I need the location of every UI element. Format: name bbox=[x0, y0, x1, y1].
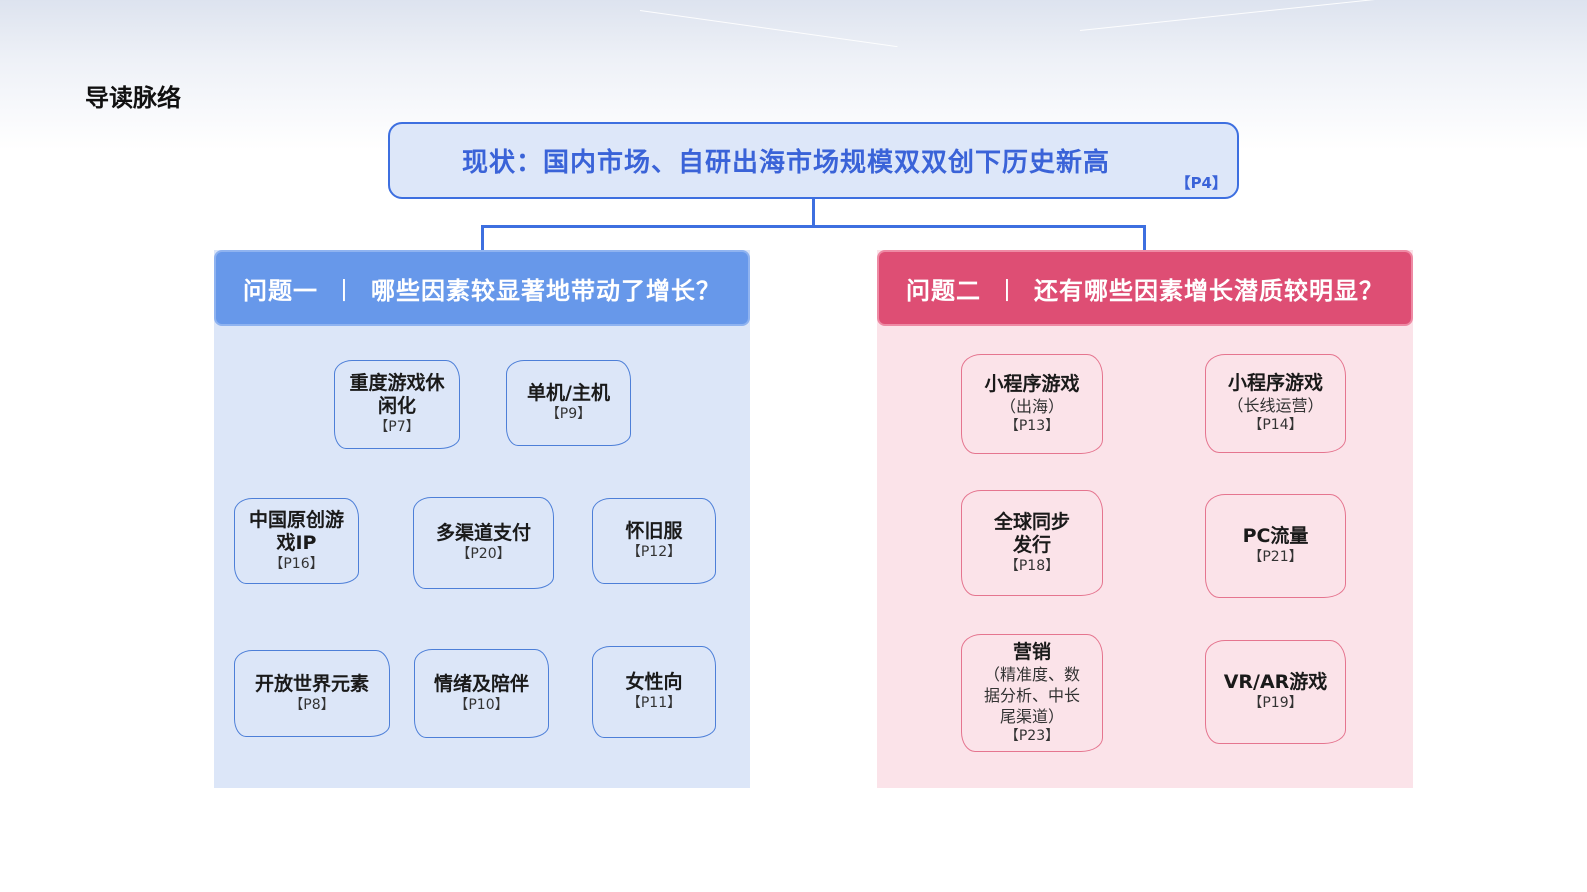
question-two-header: 问题二 丨 还有哪些因素增长潜质较明显？ bbox=[877, 250, 1413, 326]
factor-note: （长线运营） bbox=[1227, 396, 1324, 415]
factor-ref: 【P16】 bbox=[269, 555, 324, 572]
connector-horizontal bbox=[481, 225, 1146, 228]
factor-label: VR/AR游戏 bbox=[1223, 671, 1328, 693]
factor-node: PC流量 【P21】 bbox=[1205, 494, 1346, 598]
factor-ref: 【P11】 bbox=[626, 695, 682, 711]
factor-ref: 【P21】 bbox=[1248, 549, 1303, 565]
factor-label: PC流量 bbox=[1242, 525, 1309, 547]
background-streak bbox=[639, 10, 898, 48]
connector-vertical-top bbox=[812, 199, 815, 226]
factor-ref: 【P19】 bbox=[1248, 695, 1303, 711]
factor-ref: 【P12】 bbox=[626, 544, 682, 560]
factor-label: 重度游戏休 闲化 bbox=[349, 372, 445, 417]
factor-label: 怀旧服 bbox=[625, 520, 683, 542]
factor-label: 营销 bbox=[1012, 640, 1051, 663]
factor-node: 营销 （精准度、数 据分析、中长 尾渠道） 【P23】 bbox=[961, 634, 1103, 752]
question-two-separator: 丨 bbox=[995, 276, 1020, 305]
factor-node: 重度游戏休 闲化 【P7】 bbox=[334, 360, 460, 449]
background-streak bbox=[1079, 0, 1419, 31]
question-two-title: 问题二 bbox=[906, 276, 981, 305]
factor-node: 怀旧服 【P12】 bbox=[592, 498, 716, 584]
question-one-text: 哪些因素较显著地带动了增长？ bbox=[371, 276, 721, 305]
factor-node: 开放世界元素 【P8】 bbox=[234, 650, 390, 737]
factor-label: 女性向 bbox=[625, 671, 683, 693]
factor-ref: 【P23】 bbox=[1004, 727, 1060, 744]
factor-ref: 【P10】 bbox=[454, 696, 509, 713]
factor-ref: 【P7】 bbox=[374, 419, 420, 435]
status-text: 现状：国内市场、自研出海市场规模双双创下历史新高 bbox=[462, 148, 1111, 178]
factor-ref: 【P14】 bbox=[1248, 417, 1303, 433]
question-two-text: 还有哪些因素增长潜质较明显？ bbox=[1034, 276, 1384, 305]
factor-label: 全球同步 发行 bbox=[993, 510, 1070, 556]
question-two-panel: 问题二 丨 还有哪些因素增长潜质较明显？ 小程序游戏 （出海） 【P13】 小程… bbox=[877, 250, 1413, 788]
question-one-header: 问题一 丨 哪些因素较显著地带动了增长？ bbox=[214, 250, 750, 326]
factor-note: （精准度、数 据分析、中长 尾渠道） bbox=[983, 664, 1080, 726]
factor-node: VR/AR游戏 【P19】 bbox=[1205, 640, 1346, 744]
status-box: 现状：国内市场、自研出海市场规模双双创下历史新高 【P4】 bbox=[388, 122, 1239, 199]
factor-ref: 【P13】 bbox=[1004, 417, 1060, 434]
factor-label: 开放世界元素 bbox=[254, 672, 369, 695]
factor-node: 全球同步 发行 【P18】 bbox=[961, 490, 1103, 596]
factor-node: 小程序游戏 （长线运营） 【P14】 bbox=[1205, 354, 1346, 453]
factor-ref: 【P8】 bbox=[289, 696, 335, 713]
factor-label: 单机/主机 bbox=[527, 382, 610, 404]
factor-node: 情绪及陪伴 【P10】 bbox=[414, 649, 549, 738]
factor-node: 小程序游戏 （出海） 【P13】 bbox=[961, 354, 1103, 454]
factor-label: 情绪及陪伴 bbox=[433, 672, 529, 695]
factor-node: 中国原创游 戏IP 【P16】 bbox=[234, 498, 359, 584]
question-one-panel: 问题一 丨 哪些因素较显著地带动了增长？ 重度游戏休 闲化 【P7】 单机/主机… bbox=[214, 250, 750, 788]
question-one-title: 问题一 bbox=[243, 276, 318, 305]
factor-label: 小程序游戏 bbox=[1227, 372, 1323, 394]
factor-node: 单机/主机 【P9】 bbox=[506, 360, 631, 446]
factor-node: 女性向 【P11】 bbox=[592, 646, 716, 738]
factor-label: 中国原创游 戏IP bbox=[248, 508, 344, 554]
factor-ref: 【P20】 bbox=[456, 546, 511, 562]
factor-note: （出海） bbox=[999, 396, 1064, 416]
page-title: 导读脉络 bbox=[85, 84, 181, 112]
factor-ref: 【P9】 bbox=[545, 406, 592, 422]
connector-right-drop bbox=[1143, 225, 1146, 251]
factor-label: 小程序游戏 bbox=[984, 372, 1080, 395]
status-ref: 【P4】 bbox=[1175, 174, 1227, 192]
factor-node: 多渠道支付 【P20】 bbox=[413, 497, 554, 589]
connector-left-drop bbox=[481, 225, 484, 251]
factor-ref: 【P18】 bbox=[1004, 557, 1060, 574]
question-one-separator: 丨 bbox=[332, 276, 357, 305]
factor-label: 多渠道支付 bbox=[435, 522, 531, 544]
